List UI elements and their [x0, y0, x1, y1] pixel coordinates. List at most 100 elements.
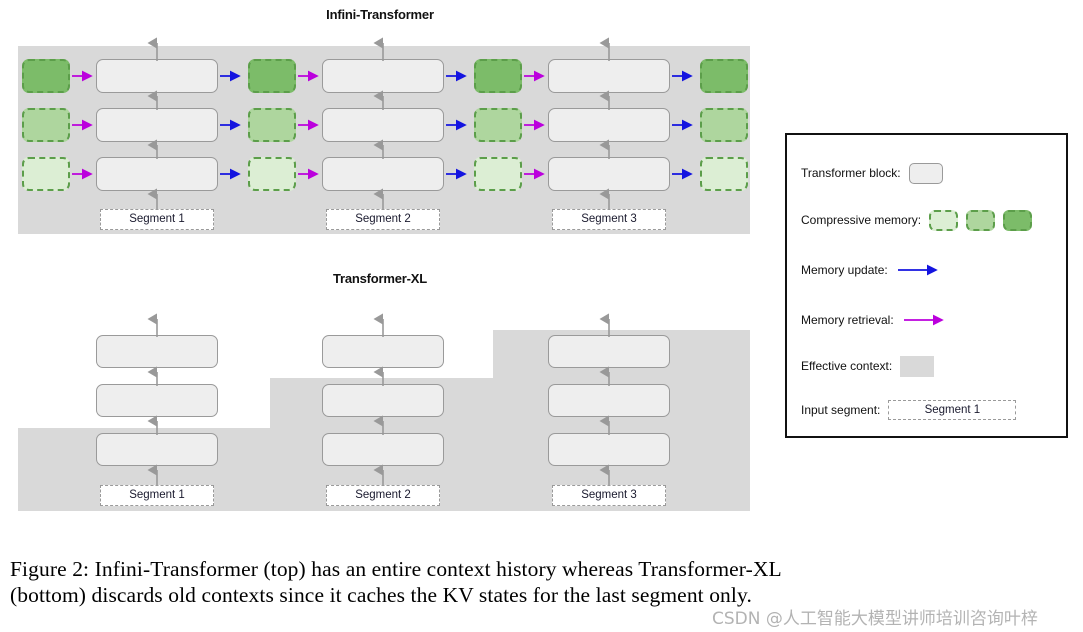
legend-row-memory-retrieval: Memory retrieval: — [801, 307, 952, 333]
legend-row-effective-context: Effective context: — [801, 353, 935, 379]
xl-flow-arrow-s3-in — [599, 464, 615, 487]
xl-flow-arrow-s2-l2-l3 — [373, 366, 389, 386]
legend-label-transformer-block: Transformer block: — [801, 166, 901, 180]
xl-transformer-block-s3-layer3 — [548, 335, 670, 368]
memory-retrieval-arrow-s2-layer3 — [298, 69, 324, 83]
xl-flow-arrow-s3-out — [599, 313, 615, 337]
xl-segment-label-1: Segment 1 — [100, 485, 214, 506]
legend-box: Transformer block: Compressive memory: M… — [785, 133, 1068, 438]
memory-retrieval-arrow-s2-layer2 — [298, 118, 324, 132]
legend-swatch-memory-light — [929, 209, 959, 231]
flow-arrow-s1-in — [147, 188, 163, 211]
transformer-block-s3-layer2 — [548, 108, 670, 142]
flow-arrow-s2-in — [373, 188, 389, 211]
figure-caption: Figure 2: Infini-Transformer (top) has a… — [10, 556, 1078, 608]
legend-label-compressive-memory: Compressive memory: — [801, 213, 922, 227]
compressive-memory-s3-layer3 — [700, 59, 748, 93]
xl-flow-arrow-s2-in — [373, 464, 389, 487]
xl-flow-arrow-s2-l1-l2 — [373, 415, 389, 435]
xl-transformer-block-s1-layer1 — [96, 433, 218, 466]
compressive-memory-s3-layer2 — [700, 108, 748, 142]
flow-arrow-s3-out — [599, 37, 615, 61]
transformer-block-s2-layer2 — [322, 108, 444, 142]
compressive-memory-s3-layer1 — [700, 157, 748, 191]
xl-transformer-block-s2-layer3 — [322, 335, 444, 368]
transformer-xl-title: Transformer-XL — [332, 271, 427, 286]
flow-arrow-s2-out — [373, 37, 389, 61]
legend-row-memory-update: Memory update: — [801, 257, 946, 283]
xl-flow-arrow-s3-l2-l3 — [599, 366, 615, 386]
flow-arrow-s3-in — [599, 188, 615, 211]
transformer-block-s2-layer1 — [322, 157, 444, 191]
flow-arrow-s3-l2-l3 — [599, 90, 615, 110]
legend-row-compressive-memory: Compressive memory: — [801, 207, 1033, 233]
legend-row-input-segment: Input segment: Segment 1 — [801, 397, 1017, 423]
memory-retrieval-arrow-s1-layer3 — [72, 69, 98, 83]
transformer-block-s1-layer2 — [96, 108, 218, 142]
xl-segment-label-3: Segment 3 — [552, 485, 666, 506]
flow-arrow-s1-l1-l2 — [147, 139, 163, 159]
memory-update-arrow-s1-layer2 — [220, 118, 246, 132]
memory-retrieval-arrow-s2-layer1 — [298, 167, 324, 181]
legend-label-effective-context: Effective context: — [801, 359, 893, 373]
transformer-block-s2-layer3 — [322, 59, 444, 93]
memory-update-arrow-s2-layer3 — [446, 69, 472, 83]
transformer-block-s3-layer3 — [548, 59, 670, 93]
compressive-memory-s0-layer3 — [22, 59, 70, 93]
caption-line-2: (bottom) discards old contexts since it … — [10, 583, 752, 607]
infini-transformer-title: Infini-Transformer — [326, 7, 434, 22]
legend-row-transformer-block: Transformer block: — [801, 160, 943, 186]
xl-transformer-block-s1-layer2 — [96, 384, 218, 417]
infini-segment-label-1: Segment 1 — [100, 209, 214, 230]
flow-arrow-s2-l2-l3 — [373, 90, 389, 110]
compressive-memory-s1-layer2 — [248, 108, 296, 142]
legend-swatch-compressive-memory-group — [929, 209, 1033, 231]
xl-segment-label-2: Segment 2 — [326, 485, 440, 506]
memory-retrieval-arrow-s1-layer1 — [72, 167, 98, 181]
compressive-memory-s1-layer1 — [248, 157, 296, 191]
xl-transformer-block-s3-layer2 — [548, 384, 670, 417]
flow-arrow-s1-l2-l3 — [147, 90, 163, 110]
xl-flow-arrow-s3-l1-l2 — [599, 415, 615, 435]
legend-label-memory-update: Memory update: — [801, 263, 888, 277]
legend-label-memory-retrieval: Memory retrieval: — [801, 313, 894, 327]
caption-line-1: Figure 2: Infini-Transformer (top) has a… — [10, 557, 782, 581]
memory-update-arrow-s1-layer1 — [220, 167, 246, 181]
transformer-block-s3-layer1 — [548, 157, 670, 191]
xl-flow-arrow-s1-out — [147, 313, 163, 337]
memory-retrieval-arrow-s3-layer3 — [524, 69, 550, 83]
infini-segment-label-3: Segment 3 — [552, 209, 666, 230]
compressive-memory-s1-layer3 — [248, 59, 296, 93]
legend-label-input-segment: Input segment: — [801, 403, 881, 417]
compressive-memory-s2-layer1 — [474, 157, 522, 191]
legend-swatch-input-segment: Segment 1 — [888, 400, 1017, 420]
compressive-memory-s0-layer2 — [22, 108, 70, 142]
xl-flow-arrow-s1-in — [147, 464, 163, 487]
memory-retrieval-arrow-s3-layer2 — [524, 118, 550, 132]
memory-update-arrow-s3-layer1 — [672, 167, 698, 181]
transformer-block-s1-layer1 — [96, 157, 218, 191]
compressive-memory-s2-layer2 — [474, 108, 522, 142]
memory-update-arrow-s3-layer2 — [672, 118, 698, 132]
legend-swatch-memory-dark — [1003, 209, 1033, 231]
legend-memory-update-arrow-icon — [897, 264, 946, 276]
transformer-block-s1-layer3 — [96, 59, 218, 93]
legend-swatch-memory-medium — [966, 209, 996, 231]
memory-retrieval-arrow-s3-layer1 — [524, 167, 550, 181]
memory-retrieval-arrow-s1-layer2 — [72, 118, 98, 132]
xl-flow-arrow-s2-out — [373, 313, 389, 337]
legend-swatch-transformer-block — [908, 162, 943, 184]
infini-segment-label-2: Segment 2 — [326, 209, 440, 230]
flow-arrow-s2-l1-l2 — [373, 139, 389, 159]
xl-transformer-block-s2-layer2 — [322, 384, 444, 417]
memory-update-arrow-s3-layer3 — [672, 69, 698, 83]
memory-update-arrow-s2-layer1 — [446, 167, 472, 181]
legend-swatch-effective-context — [900, 355, 935, 377]
compressive-memory-s0-layer1 — [22, 157, 70, 191]
legend-memory-retrieval-arrow-icon — [903, 314, 952, 326]
compressive-memory-s2-layer3 — [474, 59, 522, 93]
memory-update-arrow-s2-layer2 — [446, 118, 472, 132]
xl-flow-arrow-s1-l1-l2 — [147, 415, 163, 435]
xl-transformer-block-s3-layer1 — [548, 433, 670, 466]
flow-arrow-s3-l1-l2 — [599, 139, 615, 159]
